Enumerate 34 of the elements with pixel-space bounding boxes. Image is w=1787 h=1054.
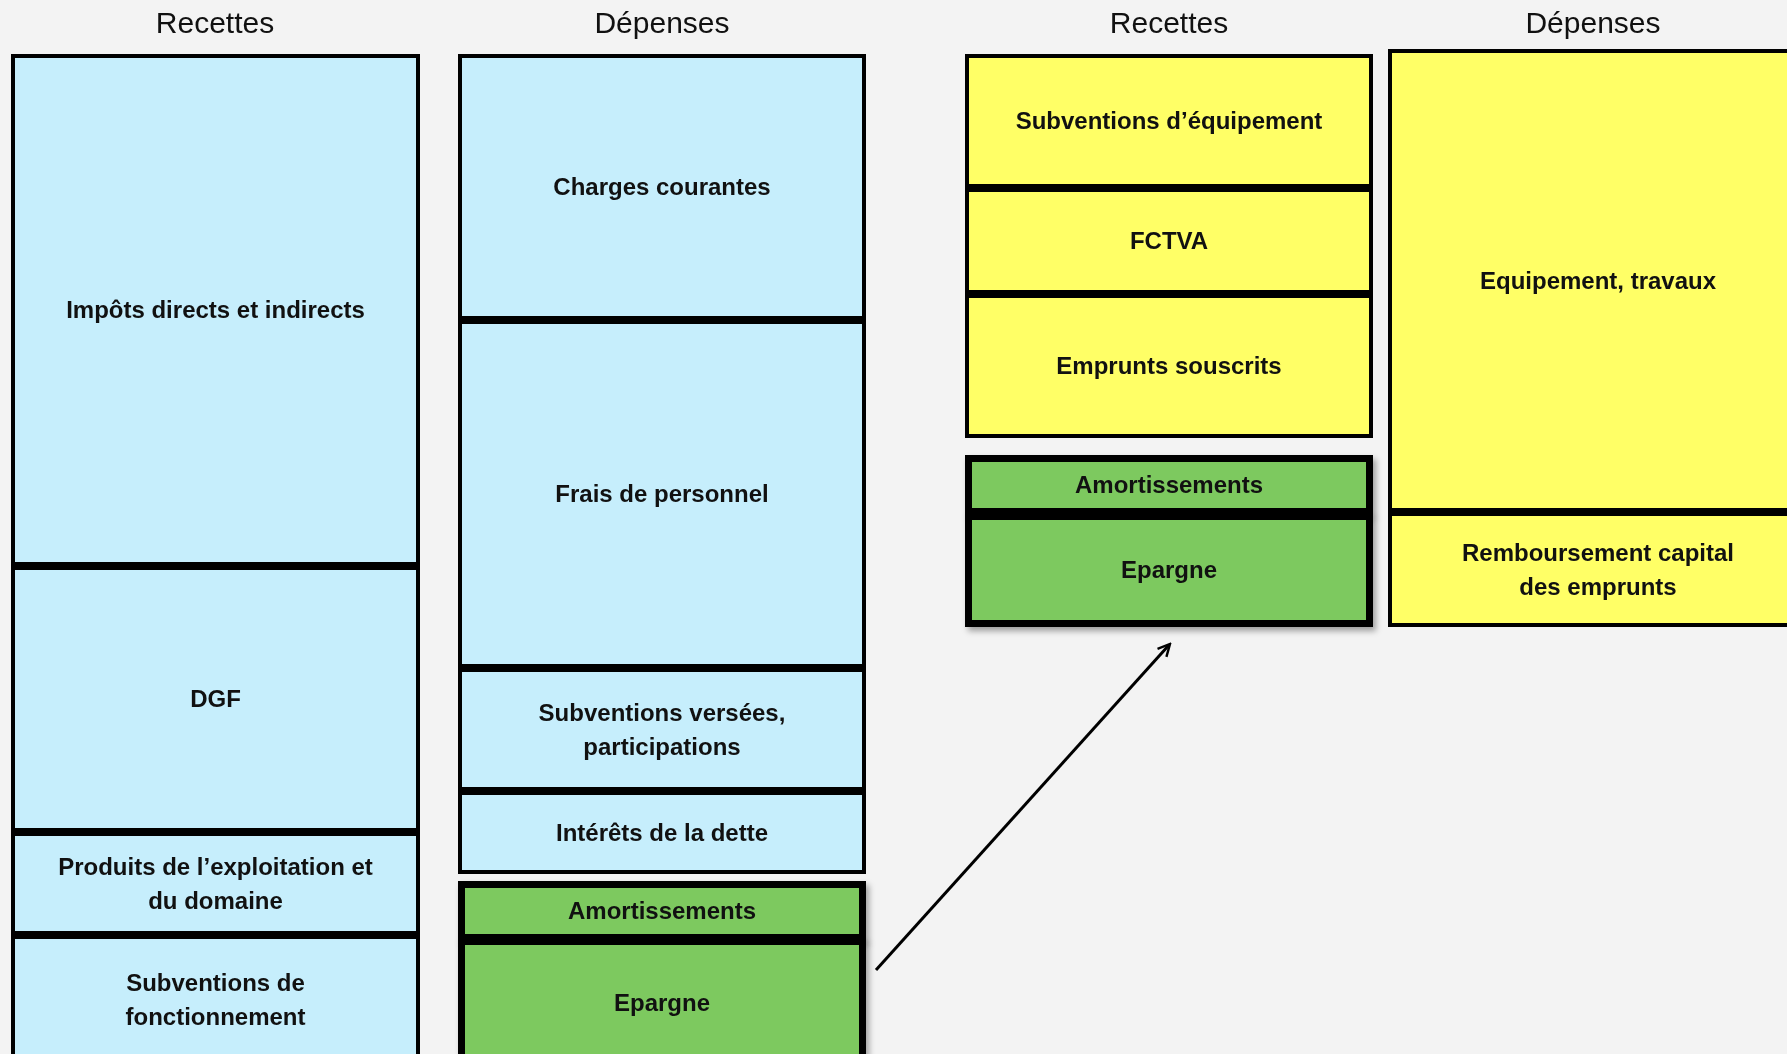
budget-block [11,935,420,1054]
budget-block [965,294,1373,438]
column-heading: Recettes [154,6,276,40]
column-heading: Dépenses [1524,6,1662,40]
budget-block [1388,49,1787,512]
block-label: Epargne [1120,555,1218,586]
block-label: Impôts directs et indirects [65,295,366,326]
block-label: Subventions versées, participations [537,697,787,762]
block-label: Remboursement capital des emprunts [1460,537,1736,602]
budget-block [11,54,420,566]
budget-block [458,791,866,874]
column-heading: Recettes [1108,6,1230,40]
savings-block [458,938,866,1054]
block-label: Charges courantes [552,172,772,203]
block-label: Equipement, travaux [1478,265,1718,296]
budget-block [1388,512,1787,627]
block-label: Epargne [613,988,711,1019]
savings-block [458,881,866,941]
block-label: Produits de l’exploitation et du domaine [57,851,374,916]
block-label: DGF [189,684,242,715]
budget-block [965,54,1373,188]
block-label: FCTVA [1128,226,1210,257]
savings-block [965,513,1373,627]
arrow [874,642,1172,971]
budget-block [458,54,866,320]
block-label: Amortissements [1073,470,1265,501]
block-label: Subventions d’équipement [1014,106,1324,137]
savings-block [965,455,1373,515]
block-label: Frais de personnel [554,479,770,510]
block-label: Amortissements [566,896,758,927]
block-label: Intérêts de la dette [554,817,770,848]
block-label: Subventions de fonctionnement [124,968,307,1032]
column-heading: Dépenses [593,6,731,40]
block-label: Emprunts souscrits [1055,351,1283,382]
